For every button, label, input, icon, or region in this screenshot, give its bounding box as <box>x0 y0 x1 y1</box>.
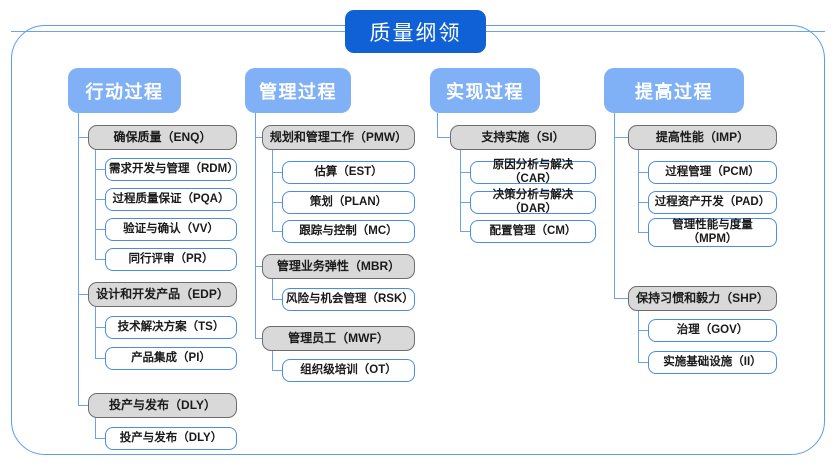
col4-g2-c1-branch <box>638 330 649 332</box>
col1-g2-c2-branch <box>95 358 106 360</box>
col3-trunk <box>437 113 439 138</box>
node-imp: 提高性能（IMP） <box>628 125 777 150</box>
col4-g1-c2-branch <box>638 202 649 204</box>
col3-g1-c2-branch <box>460 202 471 204</box>
node-ii: 实施基础设施（II） <box>648 351 777 374</box>
col2-g1-c2-branch <box>272 202 283 204</box>
node-dar: 决策分析与解决（DAR） <box>470 189 596 215</box>
col4-g2-subtrunk <box>638 311 640 363</box>
col2-g3-c1-branch <box>272 370 283 372</box>
col1-g2-branch <box>78 294 89 296</box>
col1-g3-subtrunk <box>95 418 97 439</box>
node-pqa: 过程质量保证（PQA） <box>105 188 237 211</box>
node-rdm: 需求开发与管理（RDM） <box>105 158 239 181</box>
col4-g1-branch <box>614 137 629 139</box>
col1-g3-c1-branch <box>95 438 106 440</box>
column-header-improvement-process: 提高过程 <box>604 68 744 113</box>
col4-g1-c1-branch <box>638 172 649 174</box>
column-header-realization-process: 实现过程 <box>430 68 540 113</box>
col2-g2-subtrunk <box>272 279 274 300</box>
col3-g1-branch <box>437 137 451 139</box>
col2-g3-branch <box>255 338 263 340</box>
node-enq: 确保质量（ENQ） <box>88 125 237 150</box>
col2-g1-c3-branch <box>272 231 283 233</box>
col3-g1-c1-branch <box>460 172 471 174</box>
col1-g2-c1-branch <box>95 327 106 329</box>
spine-left <box>11 31 345 33</box>
col3-g1-subtrunk <box>460 150 462 232</box>
node-pr: 同行评审（PR） <box>105 248 237 271</box>
node-vv: 验证与确认（VV） <box>105 218 237 241</box>
column-header-action-process: 行动过程 <box>68 68 181 113</box>
col3-g1-c3-branch <box>460 231 471 233</box>
col2-g3-subtrunk <box>272 351 274 371</box>
col2-g2-branch <box>255 266 263 268</box>
node-dly-group: 投产与发布（DLY） <box>88 393 237 418</box>
node-pad: 过程资产开发（PAD） <box>648 191 777 214</box>
col2-g1-c1-branch <box>272 172 283 174</box>
col2-g1-subtrunk <box>272 150 274 232</box>
column-header-management-process: 管理过程 <box>245 68 351 113</box>
node-rsk: 风险与机会管理（RSK） <box>282 288 415 311</box>
col4-trunk <box>614 113 616 299</box>
node-edp: 设计和开发产品（EDP） <box>88 282 237 307</box>
spine-right <box>486 31 825 33</box>
node-dly: 投产与发布（DLY） <box>105 427 237 450</box>
col1-trunk <box>78 113 80 406</box>
col2-g2-c1-branch <box>272 299 283 301</box>
col4-g1-subtrunk <box>638 150 640 233</box>
col4-g2-branch <box>614 298 629 300</box>
node-si: 支持实施（SI） <box>450 125 596 150</box>
node-ts: 技术解决方案（TS） <box>105 316 237 339</box>
node-est: 估算（EST） <box>282 161 415 184</box>
node-mwf: 管理员工（MWF） <box>262 326 415 351</box>
node-ot: 组织级培训（OT） <box>282 359 415 382</box>
root-node-quality-program: 质量纲领 <box>345 10 486 53</box>
col1-g1-subtrunk-ext <box>95 150 97 260</box>
col1-g1-c2-branch <box>95 199 106 201</box>
col1-g2-subtrunk <box>95 307 97 359</box>
col1-g1-c4-branch <box>95 259 106 261</box>
node-plan: 策划（PLAN） <box>282 191 415 214</box>
col1-g1-c1-branch <box>95 169 106 171</box>
node-pi: 产品集成（PI） <box>105 347 237 370</box>
col1-g1-c3-branch <box>95 229 106 231</box>
col2-trunk <box>255 113 257 339</box>
node-mc: 跟踪与控制（MC） <box>282 220 415 243</box>
node-car: 原因分析与解决（CAR） <box>470 159 596 185</box>
node-mpm: 管理性能与度量 （MPM） <box>648 218 777 247</box>
col4-g2-c2-branch <box>638 362 649 364</box>
col2-g1-branch <box>255 137 263 139</box>
node-shp: 保持习惯和毅力（SHP） <box>628 286 777 311</box>
node-gov: 治理（GOV） <box>648 319 777 342</box>
node-cm: 配置管理（CM） <box>470 220 596 243</box>
col1-g3-branch <box>78 405 89 407</box>
col1-g1-branch <box>78 137 89 139</box>
node-mbr: 管理业务弹性（MBR） <box>262 254 415 279</box>
col4-g1-c3-branch <box>638 232 649 234</box>
node-pmw: 规划和管理工作（PMW） <box>262 125 415 150</box>
node-pcm: 过程管理（PCM） <box>648 161 777 184</box>
